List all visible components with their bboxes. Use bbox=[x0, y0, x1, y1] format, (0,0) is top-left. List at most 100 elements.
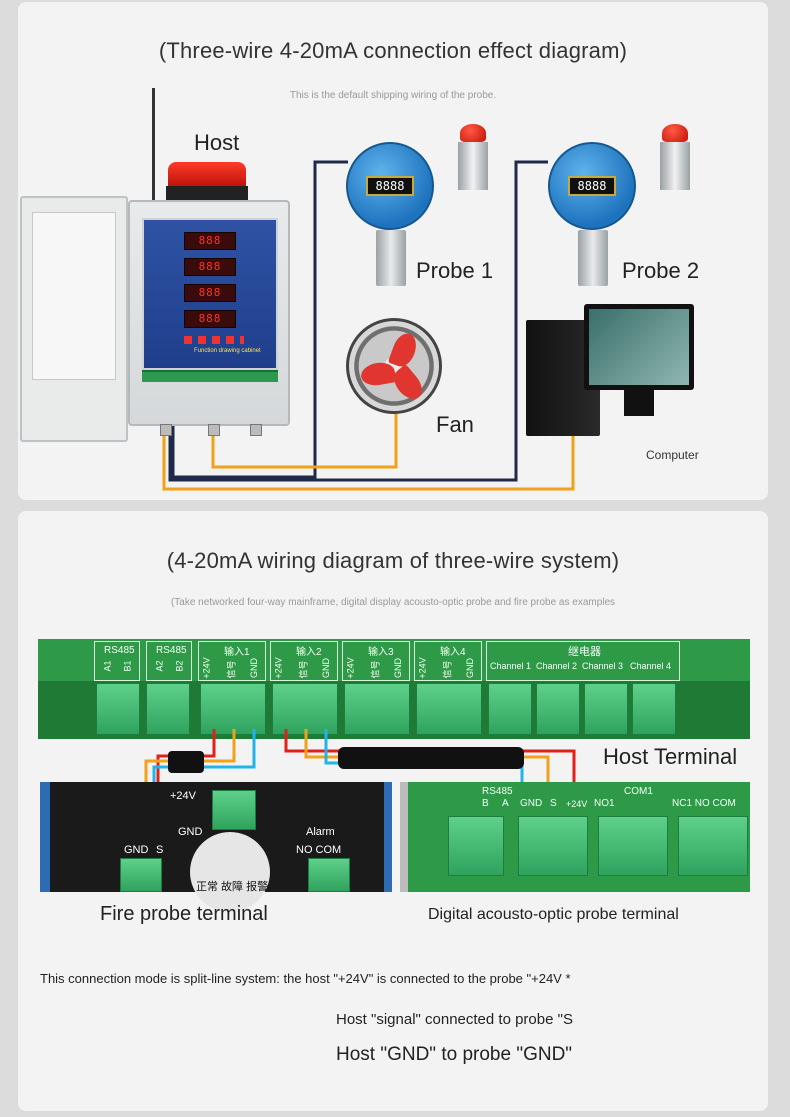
fire-pin-alarm: Alarm bbox=[306, 826, 335, 838]
fan-icon bbox=[346, 318, 442, 414]
host-display-1: 888 bbox=[184, 232, 236, 250]
fire-pin-24v: +24V bbox=[170, 790, 196, 802]
probe2-beacon-base bbox=[660, 142, 690, 190]
fire-probe-terminal-block bbox=[212, 790, 256, 830]
host-terminal-label: Host Terminal bbox=[603, 744, 738, 769]
fire-pin-s: S bbox=[156, 844, 164, 856]
fire-probe-label: Fire probe terminal bbox=[100, 903, 268, 925]
relay-title: 继电器 bbox=[568, 646, 601, 658]
host-cabinet: 888 888 888 888 Function drawing cabinet bbox=[128, 200, 290, 436]
host-terminal-header bbox=[38, 639, 750, 681]
digital-block-rs485 bbox=[448, 816, 504, 876]
host-terminal-strip bbox=[142, 370, 278, 382]
wiring-diagram-panel: (4-20mA wiring diagram of three-wire sys… bbox=[18, 511, 768, 1111]
digital-pin-s: S bbox=[550, 798, 557, 809]
cabinet-caption: Function drawing cabinet bbox=[194, 348, 261, 354]
fire-probe-lights: 正常 故障 报警 bbox=[196, 881, 269, 893]
group-input4 bbox=[414, 641, 482, 681]
cable-gland-1 bbox=[160, 424, 172, 436]
terminal-block-rs485-1 bbox=[96, 683, 140, 735]
relay-channel-2: Channel 2 bbox=[536, 661, 578, 671]
probe1-beacon-base bbox=[458, 142, 488, 190]
terminal-block-relay-4 bbox=[632, 683, 676, 735]
digital-block-power bbox=[518, 816, 588, 876]
probe1-device: 8888 bbox=[340, 124, 488, 294]
probe1-body: 8888 bbox=[346, 142, 434, 230]
fire-probe-alarm-block bbox=[308, 858, 350, 892]
group-rs485-2 bbox=[146, 641, 192, 681]
group-input1 bbox=[198, 641, 266, 681]
fire-pin-gnd: GND bbox=[178, 826, 203, 838]
cable-sleeve-digital bbox=[338, 747, 524, 769]
digital-nc1: NC1 NO COM bbox=[672, 798, 736, 809]
host-display-3: 888 bbox=[184, 284, 236, 302]
cable-gland-3 bbox=[250, 424, 262, 436]
group-rs485-2-label: RS485 bbox=[156, 645, 187, 656]
group-input2 bbox=[270, 641, 338, 681]
digital-pin-a: A bbox=[502, 798, 509, 809]
digital-rs485: RS485 bbox=[482, 786, 513, 797]
panel1-title: (Three-wire 4-20mA connection effect dia… bbox=[158, 38, 628, 63]
fire-pin-no-com: NO COM bbox=[296, 844, 342, 856]
host-control-panel: 888 888 888 888 Function drawing cabinet bbox=[142, 218, 278, 370]
fire-probe-sensor-disc bbox=[190, 832, 270, 912]
probe2-beacon-icon bbox=[662, 124, 688, 142]
probe2-label: Probe 2 bbox=[622, 258, 700, 283]
antenna-icon bbox=[152, 88, 155, 206]
cabinet-door bbox=[20, 196, 128, 442]
probe2-sensor bbox=[578, 230, 608, 286]
panel2-subtitle: (Take networked four-way mainframe, digi… bbox=[170, 597, 616, 608]
probe1-label: Probe 1 bbox=[416, 258, 494, 283]
wire-host-fan bbox=[211, 402, 398, 469]
group-rs485-1 bbox=[94, 641, 140, 681]
cable-sleeve-fire bbox=[168, 751, 204, 773]
group-input3-label: 输入3 bbox=[368, 647, 394, 658]
digital-block-com1 bbox=[598, 816, 668, 876]
fire-pin-gnd-s: GND bbox=[124, 844, 149, 856]
relay-group bbox=[486, 641, 680, 681]
terminal-block-relay-3 bbox=[584, 683, 628, 735]
fire-probe-photo: +24V GND GND S Alarm NO COM 正常 故障 报警 bbox=[40, 782, 392, 912]
group-input3 bbox=[342, 641, 410, 681]
panel2-title: (4-20mA wiring diagram of three-wire sys… bbox=[166, 548, 620, 573]
terminal-block-input4 bbox=[416, 683, 482, 735]
cabinet-window bbox=[32, 212, 116, 380]
digital-com1: COM1 bbox=[624, 786, 653, 797]
computer-screen bbox=[589, 309, 689, 385]
terminal-block-input2 bbox=[272, 683, 338, 735]
computer-label: Computer bbox=[646, 448, 699, 462]
note-line-3: Host "GND" to probe "GND" bbox=[336, 1044, 573, 1065]
fire-probe-gnd-s-block bbox=[120, 858, 162, 892]
host-label: Host bbox=[194, 130, 240, 155]
group-input4-label: 输入4 bbox=[440, 647, 466, 658]
group-input1-label: 输入1 bbox=[224, 647, 250, 658]
probe2-device: 8888 bbox=[542, 124, 690, 294]
panel1-subtitle: This is the default shipping wiring of t… bbox=[289, 90, 497, 101]
digital-block-nc1 bbox=[678, 816, 748, 876]
digital-probe-photo: RS485 B A GND S +24V NO1 COM1 NC1 NO COM bbox=[400, 782, 750, 892]
fan-label: Fan bbox=[436, 412, 474, 437]
digital-pin-gnd: GND bbox=[520, 798, 543, 809]
digital-pin-no1: NO1 bbox=[594, 798, 615, 809]
probe2-body: 8888 bbox=[548, 142, 636, 230]
host-buttons bbox=[184, 336, 244, 344]
terminal-block-input1 bbox=[200, 683, 266, 735]
terminal-block-rs485-2 bbox=[146, 683, 190, 735]
digital-pin-b: B bbox=[482, 798, 489, 809]
probe1-display: 8888 bbox=[366, 176, 414, 196]
terminal-block-relay-2 bbox=[536, 683, 580, 735]
digital-pin-24v: +24V bbox=[566, 799, 588, 809]
note-line-2: Host "signal" connected to probe "S bbox=[336, 1011, 573, 1028]
digital-probe-label: Digital acousto-optic probe terminal bbox=[428, 906, 679, 923]
relay-channel-3: Channel 3 bbox=[582, 661, 624, 671]
wire-host-computer bbox=[162, 432, 575, 491]
fan-blade-3 bbox=[359, 360, 397, 388]
wire-host-probe1 bbox=[171, 160, 348, 479]
wire-host-probe2 bbox=[168, 160, 548, 482]
cable-gland-2 bbox=[208, 424, 220, 436]
alarm-light-icon bbox=[168, 162, 246, 188]
host-display-4: 888 bbox=[184, 310, 236, 328]
host-display-2: 888 bbox=[184, 258, 236, 276]
terminal-block-input3 bbox=[344, 683, 410, 735]
group-input2-label: 输入2 bbox=[296, 647, 322, 658]
